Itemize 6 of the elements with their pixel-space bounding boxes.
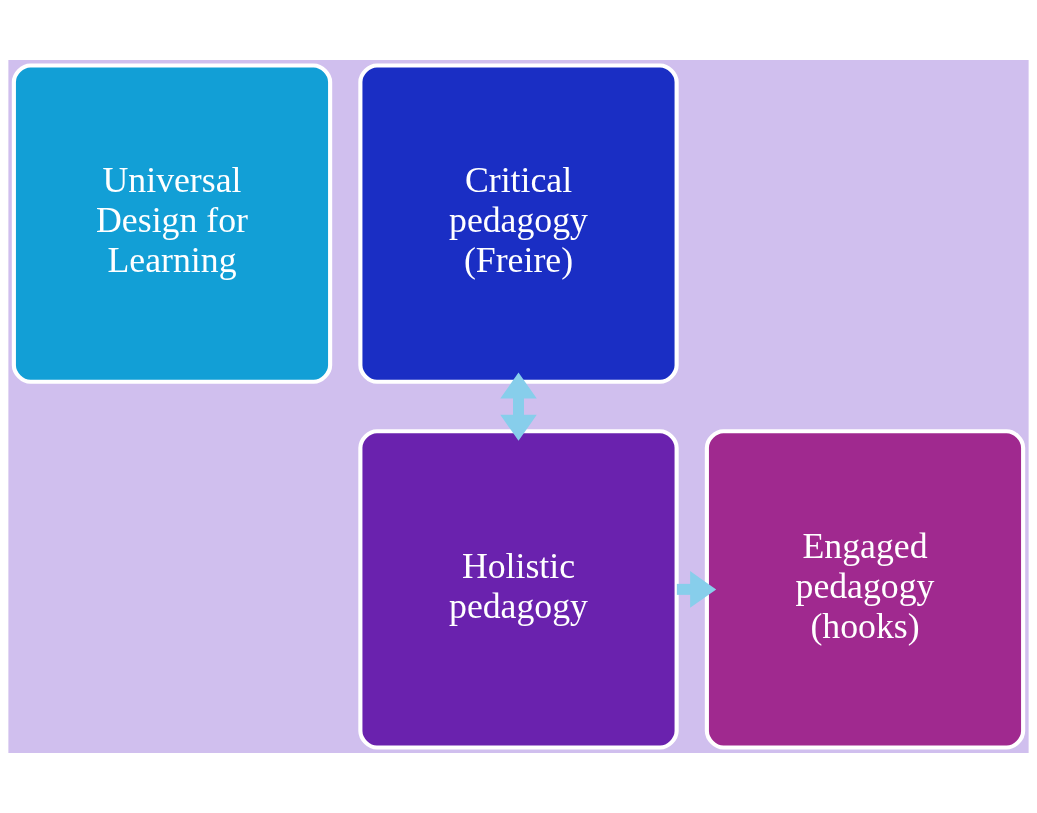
- node-box: Universal Design for Learning: [11, 63, 333, 384]
- arrow: [500, 372, 537, 441]
- arrow: [676, 571, 717, 608]
- node-box: Critical pedagogy (Freire): [358, 63, 679, 384]
- node-box: Holistic pedagogy: [358, 429, 679, 750]
- node-box: Engaged pedagogy (hooks): [704, 429, 1026, 750]
